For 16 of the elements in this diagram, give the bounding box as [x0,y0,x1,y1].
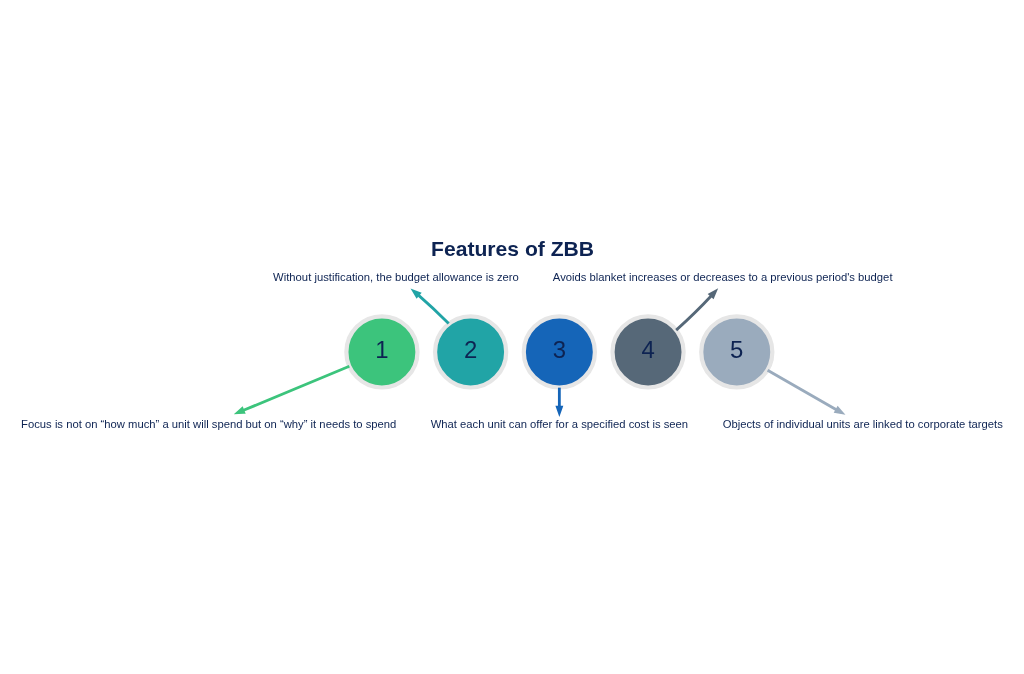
node-circle: 5 [699,313,775,390]
arrow [410,287,450,324]
node-text: Without justification, the budget allowance is zero [273,270,519,283]
node-text: What each unit can offer for a specified cost is seen [430,417,689,430]
node-circle: 2 [432,313,509,390]
diagram-title: Features of ZBB [431,236,595,260]
arrow [675,287,719,331]
node-circle: 4 [610,313,686,390]
arrow [555,387,564,417]
node-text: Objects of individual units are linked to corporate targets [722,417,1003,430]
node-circle: 1 [344,313,420,390]
node-text: Focus is not on “how much” a unit will spend but on “why” it needs to spend [21,417,397,430]
arrow [233,364,350,414]
node-circle: 3 [521,313,597,390]
arrow [766,368,846,415]
node-text: Avoids blanket increases or decreases to a previous period's budget [552,270,893,283]
